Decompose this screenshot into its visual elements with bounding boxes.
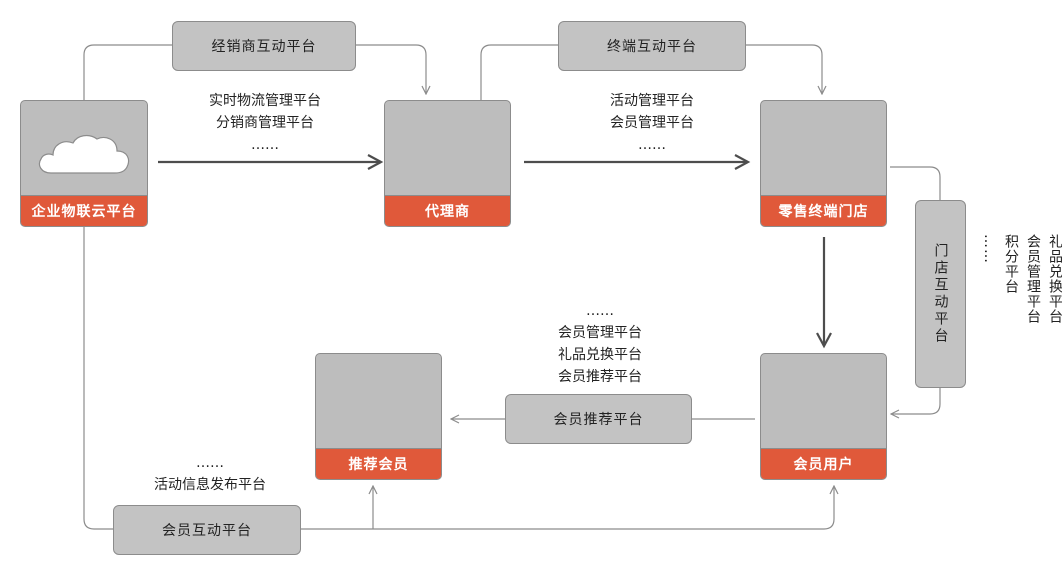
pill-member-interaction: 会员互动平台 bbox=[113, 505, 301, 555]
note-enterprise-to-agent: 实时物流管理平台 分销商管理平台 …… bbox=[180, 90, 350, 156]
node-agent: 代理商 bbox=[384, 100, 511, 227]
connector-enterprise-member-interaction bbox=[83, 227, 113, 530]
node-enterprise: 企业物联云平台 bbox=[20, 100, 148, 227]
node-retail-store: 零售终端门店 bbox=[760, 100, 887, 227]
connector-store-member bbox=[891, 388, 941, 414]
note-line: 会员管理平台 bbox=[558, 325, 642, 341]
connector-dealer-agent bbox=[356, 44, 426, 94]
note-line: 礼品兑换平台 bbox=[558, 347, 642, 363]
connector-retail-store bbox=[890, 166, 941, 200]
note-line: 会员推荐平台 bbox=[558, 369, 642, 385]
node-retail-store-label: 零售终端门店 bbox=[761, 195, 886, 226]
note-line: 积分平台 bbox=[1003, 234, 1019, 294]
note-line: …… bbox=[638, 137, 666, 153]
note-bottom-left: …… 活动信息发布平台 bbox=[130, 452, 290, 496]
connector-terminal-retail bbox=[746, 44, 822, 94]
pill-terminal-interaction: 终端互动平台 bbox=[558, 21, 746, 71]
node-agent-label: 代理商 bbox=[385, 195, 510, 226]
node-member-user-label: 会员用户 bbox=[761, 448, 886, 479]
pill-store-interaction: 门店互动平台 bbox=[915, 200, 966, 388]
note-line: …… bbox=[586, 303, 614, 319]
connector-agent-terminal bbox=[480, 44, 558, 100]
note-line: 分销商管理平台 bbox=[216, 115, 314, 131]
note-store-side: 礼品兑换平台 会员管理平台 积分平台 …… bbox=[978, 234, 1062, 364]
note-line: 活动管理平台 bbox=[610, 93, 694, 109]
node-enterprise-label: 企业物联云平台 bbox=[21, 195, 147, 226]
note-line: 会员管理平台 bbox=[610, 115, 694, 131]
cloud-icon bbox=[38, 134, 130, 174]
node-referrer-label: 推荐会员 bbox=[316, 448, 441, 479]
note-line: 活动信息发布平台 bbox=[154, 477, 266, 493]
pill-dealer-interaction: 经销商互动平台 bbox=[172, 21, 356, 71]
note-agent-to-retail: 活动管理平台 会员管理平台 …… bbox=[572, 90, 732, 156]
note-line: 实时物流管理平台 bbox=[209, 93, 321, 109]
note-member-to-referrer: …… 会员管理平台 礼品兑换平台 会员推荐平台 bbox=[520, 300, 680, 388]
note-line: …… bbox=[981, 234, 997, 264]
note-line: 礼品兑换平台 bbox=[1047, 234, 1062, 324]
note-line: …… bbox=[196, 455, 224, 471]
node-member-user: 会员用户 bbox=[760, 353, 887, 480]
connector-bus-member bbox=[823, 486, 834, 530]
connector-enterprise-dealer bbox=[83, 44, 172, 100]
note-line: …… bbox=[251, 137, 279, 153]
note-line: 会员管理平台 bbox=[1025, 234, 1041, 324]
node-referrer: 推荐会员 bbox=[315, 353, 442, 480]
pill-member-referral: 会员推荐平台 bbox=[505, 394, 692, 444]
